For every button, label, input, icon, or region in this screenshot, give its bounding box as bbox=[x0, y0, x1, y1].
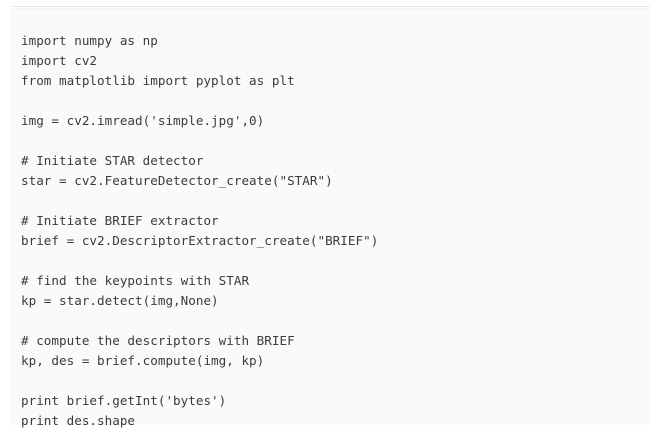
code-line: star = cv2.FeatureDetector_create("STAR"… bbox=[21, 173, 333, 188]
code-line: print des.shape bbox=[21, 413, 136, 428]
code-line bbox=[21, 131, 650, 151]
code-line: # find the keypoints with STAR bbox=[21, 273, 250, 288]
code-line bbox=[21, 371, 650, 391]
panel-top-divider bbox=[12, 6, 650, 7]
code-line: import numpy as np bbox=[21, 33, 158, 48]
code-listing[interactable]: import numpy as np import cv2 from matplot… bbox=[21, 31, 650, 431]
code-line: brief = cv2.DescriptorExtractor_create("… bbox=[21, 233, 379, 248]
code-line: kp = star.detect(img,None) bbox=[21, 293, 219, 308]
code-line bbox=[21, 251, 650, 271]
code-line: # Initiate STAR detector bbox=[21, 153, 204, 168]
code-line: from matplotlib import pyplot as plt bbox=[21, 73, 295, 88]
code-line: kp, des = brief.compute(img, kp) bbox=[21, 353, 265, 368]
code-line: img = cv2.imread('simple.jpg',0) bbox=[21, 113, 265, 128]
code-line: # Initiate BRIEF extractor bbox=[21, 213, 219, 228]
code-line bbox=[21, 91, 650, 111]
code-line bbox=[21, 311, 650, 331]
code-line: # compute the descriptors with BRIEF bbox=[21, 333, 295, 348]
code-line: print brief.getInt('bytes') bbox=[21, 393, 227, 408]
panel-top-divider-secondary bbox=[12, 8, 650, 9]
code-line: import cv2 bbox=[21, 53, 98, 68]
code-line bbox=[21, 191, 650, 211]
code-block-panel: import numpy as np import cv2 from matplot… bbox=[10, 9, 650, 428]
